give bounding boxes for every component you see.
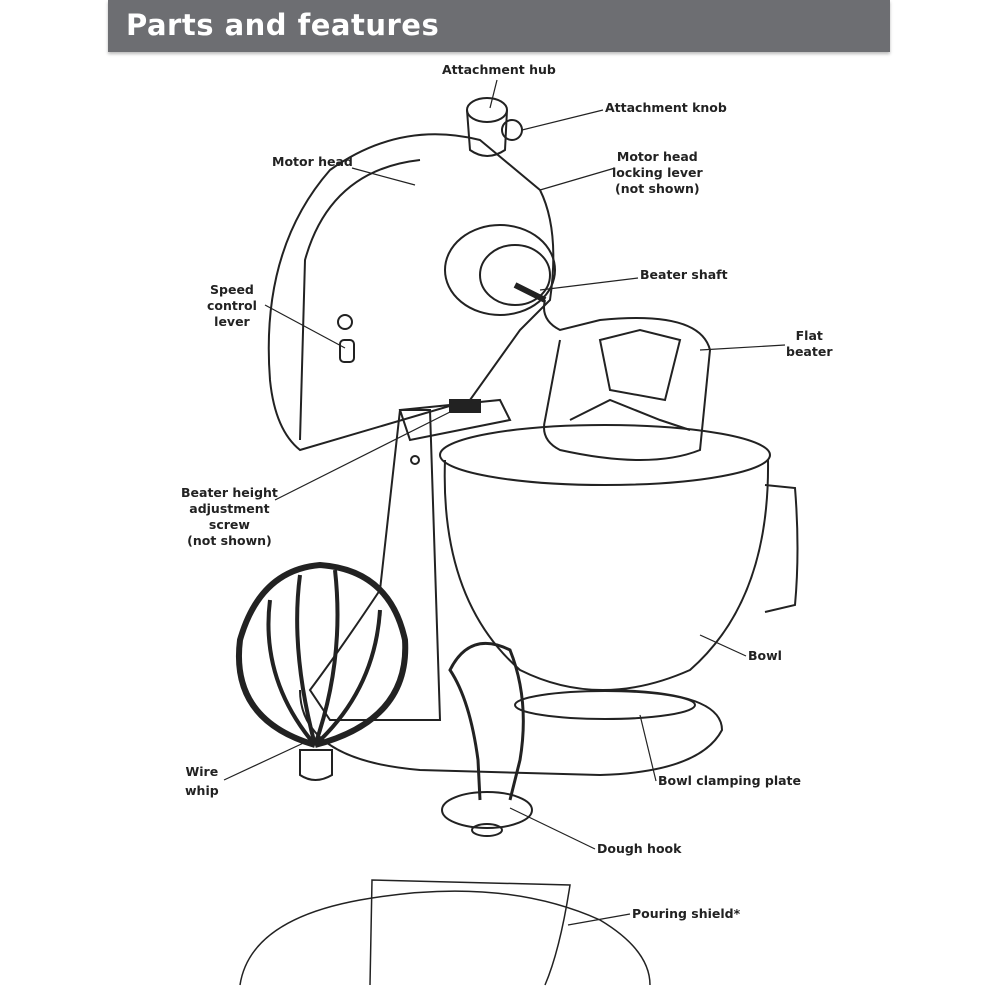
bowl [443, 459, 770, 691]
bowl-rim [439, 424, 771, 486]
motor-head-panel [299, 159, 421, 441]
speed-lever [339, 339, 355, 363]
flat-beater [543, 299, 712, 461]
label-bowl-clamping-plate: Bowl clamping plate [658, 773, 802, 788]
label-bowl: Bowl [748, 648, 782, 663]
label-beater-shaft: Beater shaft [640, 267, 728, 282]
height-screw-area [449, 399, 481, 413]
page-title: Parts and features [126, 8, 440, 42]
bowl-clamping-plate [514, 690, 696, 720]
label-attachment-knob: Attachment knob [605, 100, 727, 115]
screw [337, 314, 353, 330]
pin [410, 455, 420, 465]
dough-hook [448, 641, 525, 801]
motor-head [267, 133, 555, 452]
leader-lines [223, 79, 786, 926]
wire-whip [236, 561, 409, 748]
label-dough-hook: Dough hook [597, 841, 682, 856]
mixer-base [299, 689, 724, 777]
attachment-hub [466, 97, 508, 123]
bowl-handle [764, 484, 799, 613]
label-pouring-shield: Pouring shield* [632, 906, 741, 921]
label-motor-head: Motor head [272, 154, 353, 169]
pouring-shield [239, 890, 651, 986]
section-header: Parts and features [108, 0, 890, 52]
label-attachment-hub: Attachment hub [442, 62, 556, 77]
